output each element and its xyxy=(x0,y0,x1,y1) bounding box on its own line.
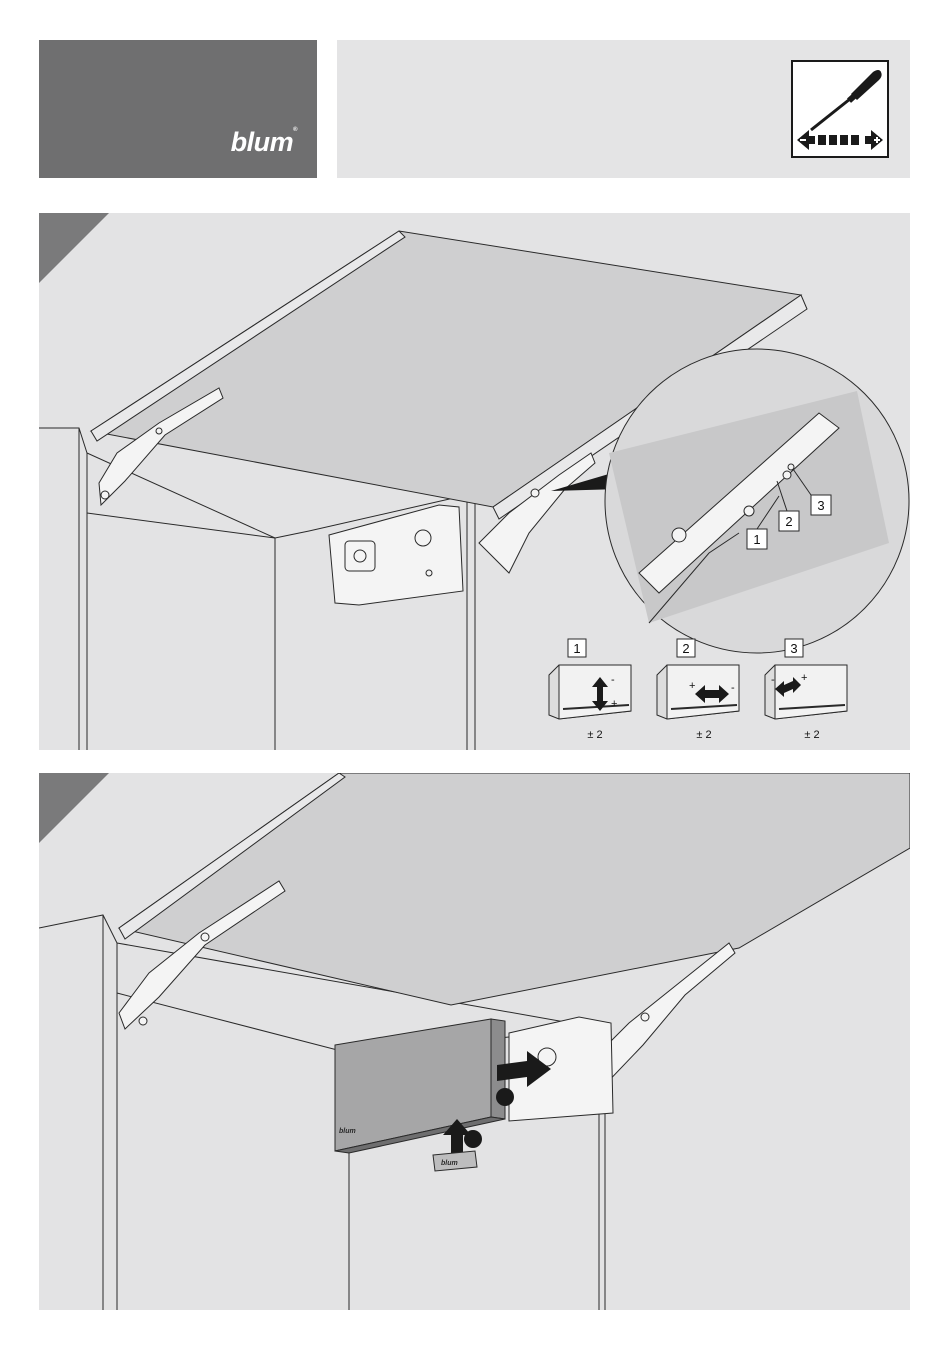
step-dot-1 xyxy=(496,1088,514,1106)
step-1-illustration-panel: 1 2 3 1 - + ± 2 2 xyxy=(39,213,910,750)
step-2-illustration-panel: blum blum xyxy=(39,773,910,1310)
adjustment-1-height: 1 - + ± 2 xyxy=(549,639,631,741)
svg-text:± 2: ± 2 xyxy=(696,729,711,741)
clip-part: blum xyxy=(433,1151,477,1171)
screwdriver-icon xyxy=(811,70,882,130)
svg-text:-: - xyxy=(771,674,775,686)
lift-mechanism xyxy=(329,505,463,605)
lift-flap xyxy=(119,773,910,1005)
brand-registered-mark: ® xyxy=(293,127,297,133)
svg-text:+: + xyxy=(611,698,617,710)
svg-text:2: 2 xyxy=(785,514,792,529)
svg-text:-: - xyxy=(731,682,735,694)
svg-text:1: 1 xyxy=(753,532,760,547)
svg-text:+: + xyxy=(801,672,807,684)
svg-text:3: 3 xyxy=(817,498,824,513)
svg-text:-: - xyxy=(611,674,615,686)
svg-text:± 2: ± 2 xyxy=(587,729,602,741)
cover-logo: blum xyxy=(339,1128,356,1135)
double-arrow-icon xyxy=(797,130,883,150)
brand-name: blum xyxy=(231,127,294,157)
svg-text:1: 1 xyxy=(573,641,580,656)
svg-text:3: 3 xyxy=(790,641,797,656)
step-marker-triangle xyxy=(39,773,109,843)
svg-text:± 2: ± 2 xyxy=(804,729,819,741)
header-brand-block: blum® xyxy=(39,40,317,178)
step-marker-triangle xyxy=(39,213,109,283)
screwdriver-adjust-icon xyxy=(791,60,889,158)
blum-logo: blum® xyxy=(231,127,297,158)
step-dot-2 xyxy=(464,1130,482,1148)
svg-text:+: + xyxy=(689,680,695,692)
clip-logo: blum xyxy=(441,1160,458,1167)
adjustment-2-depth: 2 + - ± 2 xyxy=(657,639,739,741)
zoom-detail-circle xyxy=(605,349,909,653)
svg-text:2: 2 xyxy=(682,641,689,656)
adjustment-3-side: 3 - + ± 2 xyxy=(765,639,847,741)
